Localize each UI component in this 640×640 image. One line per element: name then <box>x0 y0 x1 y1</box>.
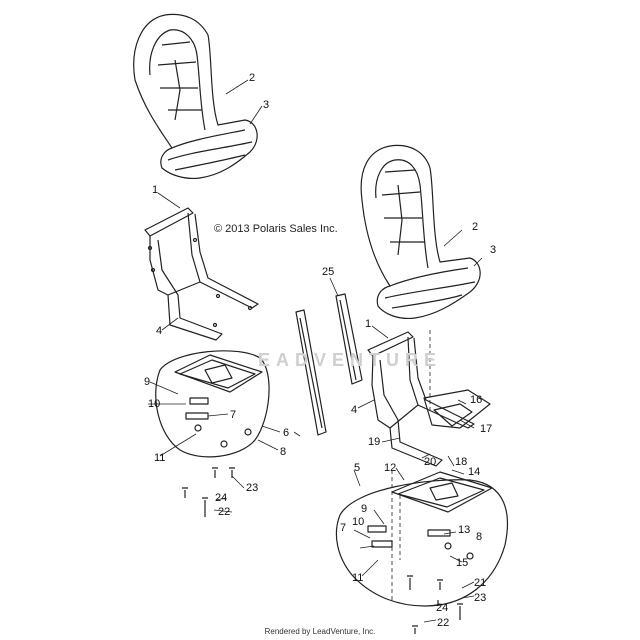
callout-11: 11 <box>154 452 166 464</box>
callout-24: 24 <box>215 492 228 504</box>
callout-1: 1 <box>152 184 159 196</box>
callout-23: 23 <box>246 482 259 494</box>
callout-12: 12 <box>384 462 397 474</box>
callout-15: 15 <box>456 557 469 569</box>
callout-20: 20 <box>424 456 437 468</box>
callout-4: 4 <box>351 404 358 416</box>
callout-3: 3 <box>490 244 497 256</box>
rendered-by-footer: Rendered by LeadVenture, Inc. <box>264 627 376 636</box>
callout-21: 21 <box>474 577 487 589</box>
callout-8: 8 <box>476 531 483 543</box>
callout-6: 6 <box>283 427 290 439</box>
callout-18: 18 <box>455 456 468 468</box>
base-pan-left <box>155 350 270 458</box>
side-trim-panels <box>295 293 363 436</box>
seat-frame-left <box>144 207 259 341</box>
callout-11: 11 <box>352 572 364 584</box>
watermark: EADVENTURE <box>258 350 443 370</box>
bolts-left <box>182 467 235 517</box>
callout-2: 2 <box>472 221 479 233</box>
callout-13: 13 <box>458 524 471 536</box>
callout-1: 1 <box>365 318 372 330</box>
callout-2: 2 <box>249 72 256 84</box>
callout-7: 7 <box>340 522 347 534</box>
callout-19: 19 <box>368 436 381 448</box>
callout-23: 23 <box>474 592 487 604</box>
callout-17: 17 <box>480 423 493 435</box>
callout-5: 5 <box>354 462 361 474</box>
callout-24: 24 <box>436 602 449 614</box>
callout-10: 10 <box>148 398 161 410</box>
callout-4: 4 <box>156 325 163 337</box>
bolts-right <box>407 575 463 634</box>
copyright-notice: © 2013 Polaris Sales Inc. <box>214 223 338 235</box>
callout-25: 25 <box>322 266 335 278</box>
callout-9: 9 <box>144 376 151 388</box>
callout-7: 7 <box>230 409 237 421</box>
callout-14: 14 <box>468 466 481 478</box>
callout-9: 9 <box>361 503 368 515</box>
callout-10: 10 <box>352 516 365 528</box>
leader-lines <box>148 79 483 623</box>
base-pan-right <box>335 471 509 607</box>
callout-8: 8 <box>280 446 287 458</box>
callout-3: 3 <box>263 99 270 111</box>
seat-assembly-right <box>360 144 481 320</box>
callout-16: 16 <box>470 394 483 406</box>
callout-22: 22 <box>437 617 450 629</box>
seat-assembly-left <box>133 13 258 180</box>
callout-22: 22 <box>218 506 231 518</box>
